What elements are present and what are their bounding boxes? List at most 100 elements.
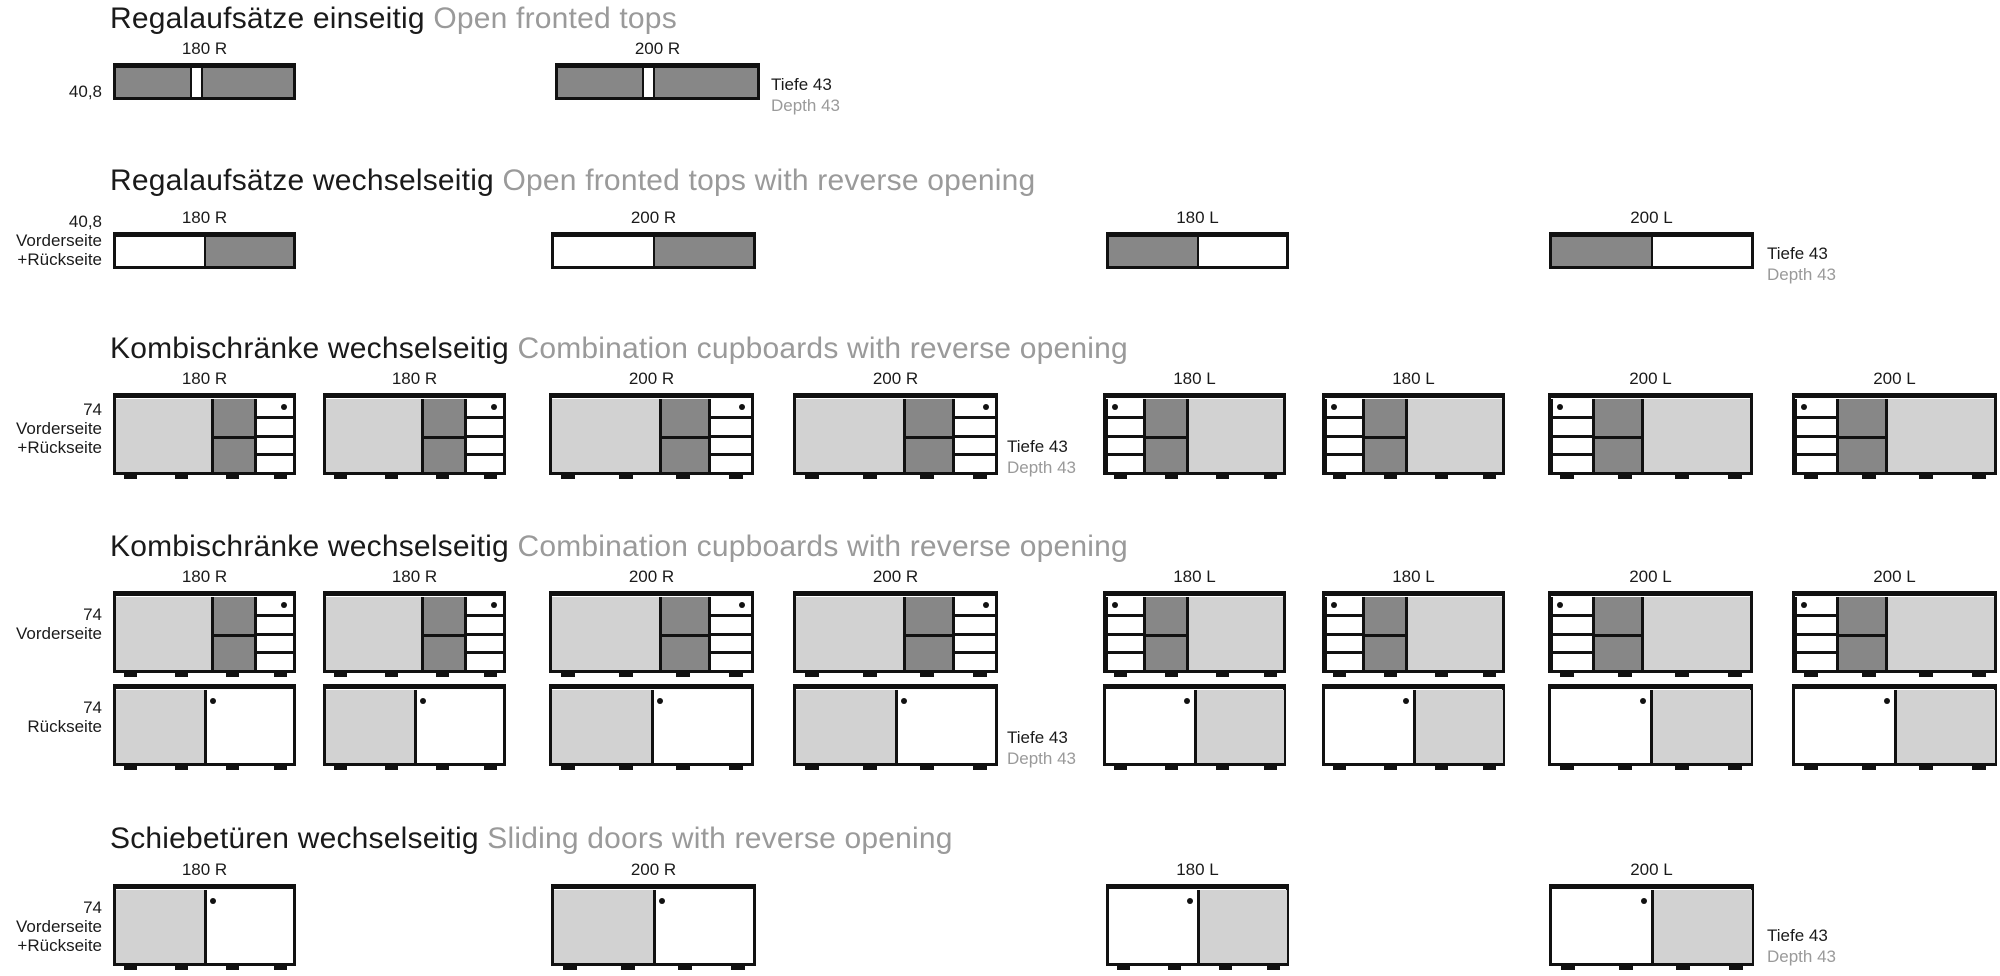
- cabinet-combi-180-l[interactable]: 180 L: [1103, 369, 1286, 479]
- cabinet-back-sliding[interactable]: [323, 684, 506, 770]
- cabinet-top-edge: [793, 591, 998, 596]
- cabinet-size-label: 200 R: [628, 369, 675, 388]
- cabinet-combi-200-r[interactable]: 200 R: [549, 567, 754, 677]
- panel-gray: [422, 399, 465, 472]
- cabinet-top-edge: [1322, 393, 1505, 398]
- cabinet-combi-200-l[interactable]: 200 L: [1792, 369, 1997, 479]
- cabinet-size-label: 200 L: [1630, 208, 1673, 227]
- cabinet-foot: [1804, 475, 1818, 479]
- cabinet-combi-200-l[interactable]: 200 L: [1548, 369, 1753, 479]
- door-knob: [491, 602, 497, 608]
- cabinet-back-sliding[interactable]: [1792, 684, 1997, 770]
- door-knob: [210, 898, 216, 904]
- shelf-divider: [1795, 453, 1837, 456]
- panel-divider: [1641, 597, 1644, 670]
- shelf-divider: [1795, 614, 1837, 617]
- cabinet-foot: [1618, 766, 1632, 770]
- shelf-divider: [1106, 633, 1144, 636]
- cabinet-top-edge: [1792, 684, 1997, 689]
- cabinet-size-label: 180 L: [1173, 369, 1216, 388]
- cabinet-sliding-180-r[interactable]: 180 R: [113, 860, 296, 970]
- panel-divider: [1362, 399, 1365, 472]
- cabinet-foot: [1560, 673, 1574, 677]
- door-knob: [659, 898, 665, 904]
- cabinet-back-sliding[interactable]: [549, 684, 754, 770]
- cabinet-combi-180-l[interactable]: 180 L: [1322, 369, 1505, 479]
- cabinet-half-half-180-l[interactable]: 180 L: [1106, 208, 1289, 269]
- cabinet-slab-split-180-r[interactable]: 180 R: [113, 39, 296, 100]
- panel-divider: [1143, 597, 1146, 670]
- cabinet-half-half-180-r[interactable]: 180 R: [113, 208, 296, 269]
- cabinet-combi-180-r[interactable]: 180 R: [323, 369, 506, 479]
- cabinet-foot: [484, 766, 497, 770]
- depth-label-en: Depth 43: [1007, 458, 1076, 477]
- cabinet-combi-180-l[interactable]: 180 L: [1103, 567, 1286, 677]
- cabinet-sliding-180-l[interactable]: 180 L: [1106, 860, 1289, 970]
- cabinet-sliding-200-l[interactable]: 200 L: [1549, 860, 1754, 970]
- cabinet-top-edge: [1322, 591, 1505, 596]
- shelf-divider: [1106, 651, 1144, 654]
- panel-door: [116, 890, 205, 963]
- cabinet-foot: [436, 766, 449, 770]
- cabinet-foot: [1972, 673, 1986, 677]
- panel-door: [1886, 597, 1994, 670]
- cabinet-combi-180-r[interactable]: 180 R: [113, 567, 296, 677]
- cabinet-top-edge: [793, 393, 998, 398]
- depth-label-de: Tiefe 43: [771, 75, 832, 94]
- cabinet-half-half-200-r[interactable]: 200 R: [551, 208, 756, 269]
- cabinet-foot: [973, 475, 987, 479]
- cabinet-size-label: 200 R: [872, 369, 919, 388]
- cabinet-foot: [1384, 475, 1397, 479]
- cabinet-foot: [175, 475, 188, 479]
- row-side-label: Rückseite: [27, 717, 102, 736]
- cabinet-combi-200-r[interactable]: 200 R: [793, 369, 998, 479]
- cabinet-half-half-200-l[interactable]: 200 L: [1549, 208, 1754, 269]
- door-knob: [210, 698, 216, 704]
- cabinet-top-edge: [1106, 884, 1289, 889]
- shelf-divider: [1106, 416, 1144, 419]
- panel-divider: [1105, 399, 1108, 472]
- cabinet-foot: [676, 673, 690, 677]
- shelf-divider: [1551, 651, 1593, 654]
- section-title: Regalaufsätze wechselseitig Open fronted…: [110, 164, 1035, 198]
- cabinet-top-edge: [1103, 591, 1286, 596]
- shelf-divider: [953, 614, 995, 617]
- panel-door: [1198, 890, 1287, 963]
- cabinet-slab-split-200-r[interactable]: 200 R: [555, 39, 760, 100]
- cabinet-foot: [1862, 766, 1876, 770]
- door-knob: [1557, 602, 1563, 608]
- cabinet-combi-200-r[interactable]: 200 R: [549, 369, 754, 479]
- cabinet-combi-200-r[interactable]: 200 R: [793, 567, 998, 677]
- shelf-divider: [1325, 416, 1363, 419]
- cabinet-back-sliding[interactable]: [113, 684, 296, 770]
- gray-shelf-divider: [1593, 436, 1642, 439]
- cabinet-back-sliding[interactable]: [793, 684, 998, 770]
- gray-shelf-divider: [904, 436, 953, 439]
- cabinet-combi-180-r[interactable]: 180 R: [113, 369, 296, 479]
- door-knob: [420, 698, 426, 704]
- panel-door: [1651, 690, 1751, 763]
- door-knob: [281, 404, 287, 410]
- cabinet-combi-180-l[interactable]: 180 L: [1322, 567, 1505, 677]
- cabinet-top-edge: [1103, 684, 1286, 689]
- panel-divider: [903, 399, 906, 472]
- cabinet-foot: [863, 475, 877, 479]
- panel-door: [116, 597, 212, 670]
- cabinet-back-sliding[interactable]: [1103, 684, 1286, 770]
- door-knob: [281, 602, 287, 608]
- cabinet-top-edge: [1322, 684, 1505, 689]
- cabinet-combi-180-r[interactable]: 180 R: [323, 567, 506, 677]
- cabinet-foot: [484, 673, 497, 677]
- section-title-de: Kombischränke wechselseitig: [110, 530, 509, 563]
- section-title-de: Schiebetüren wechselseitig: [110, 822, 479, 855]
- panel-door: [554, 890, 654, 963]
- cabinet-back-sliding[interactable]: [1548, 684, 1753, 770]
- cabinet-foot: [1919, 673, 1933, 677]
- cabinet-sliding-200-r[interactable]: 200 R: [551, 860, 756, 970]
- cabinet-combi-200-l[interactable]: 200 L: [1548, 567, 1753, 677]
- cabinet-combi-200-l[interactable]: 200 L: [1792, 567, 1997, 677]
- panel-divider: [1885, 597, 1888, 670]
- panel-divider: [254, 597, 257, 670]
- cabinet-back-sliding[interactable]: [1322, 684, 1505, 770]
- cabinet-foot: [385, 766, 398, 770]
